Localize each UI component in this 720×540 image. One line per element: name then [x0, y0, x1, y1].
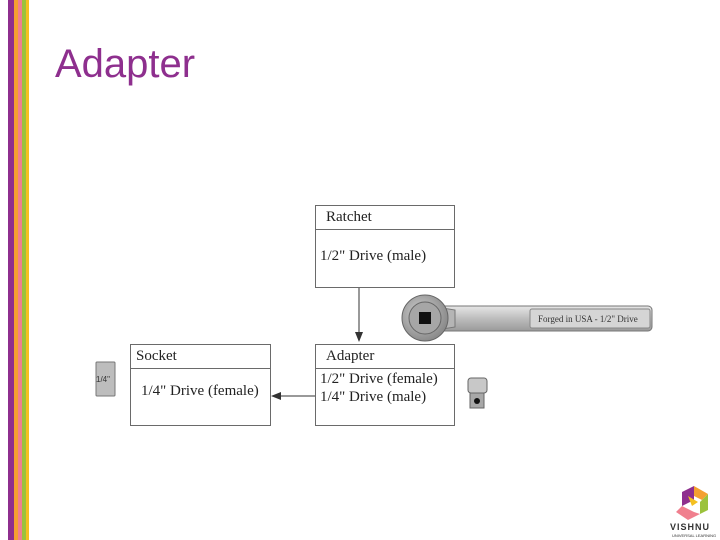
adapter-box-line-2: 1/4" Drive (male) — [320, 389, 427, 405]
socket-box: Socket 1/4" Drive (female) — [130, 344, 271, 426]
socket-tool-icon — [95, 361, 116, 397]
adapter-box: Adapter 1/2" Drive (female) 1/4" Drive (… — [315, 344, 455, 426]
logo-tagline: UNIVERSAL LEARNING — [672, 533, 717, 538]
slide-title: Adapter — [55, 42, 196, 86]
ratchet-box-line: 1/2" Drive (male) — [320, 248, 427, 264]
adapter-tool-icon — [467, 377, 488, 409]
stripe-yellow — [26, 0, 29, 540]
ratchet-box-header: Ratchet — [316, 206, 454, 230]
socket-box-line: 1/4" Drive (female) — [141, 383, 259, 399]
stripe-green — [22, 0, 26, 540]
logo-name: VISHNU — [670, 522, 711, 532]
adapter-box-header: Adapter — [316, 345, 454, 369]
ratchet-handle-text: Forged in USA - 1/2" Drive — [538, 314, 638, 324]
stripe-purple — [8, 0, 14, 540]
ratchet-tool-icon — [401, 294, 653, 342]
adapter-box-line-1: 1/2" Drive (female) — [320, 371, 438, 387]
stripe-orange — [14, 0, 18, 540]
vishnu-logo-icon — [676, 486, 708, 520]
socket-box-header: Socket — [131, 345, 270, 369]
ratchet-box: Ratchet 1/2" Drive (male) — [315, 205, 455, 288]
stripe-pink — [18, 0, 22, 540]
socket-size-text: 1/4" — [96, 375, 110, 384]
